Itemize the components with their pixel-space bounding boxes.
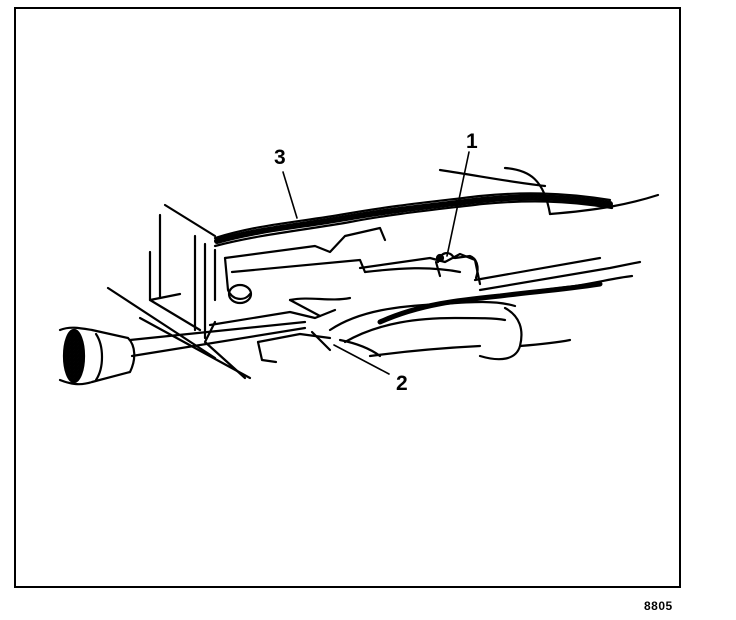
floor-lines xyxy=(106,286,252,380)
lower-track-channel xyxy=(223,226,642,305)
callout-3: 3 xyxy=(274,146,286,169)
callout-2: 2 xyxy=(396,372,408,395)
screwdriver-tool xyxy=(58,320,307,386)
figure-frame xyxy=(14,7,681,588)
adjuster-handle-sleeve xyxy=(328,274,634,361)
upper-rail-part-3 xyxy=(213,166,660,248)
latch-tab-part-1 xyxy=(434,252,479,280)
callout-1: 1 xyxy=(466,130,478,153)
mounting-bracket xyxy=(148,203,217,340)
release-lever-part-2 xyxy=(203,296,352,380)
figure-number: 8805 xyxy=(644,599,673,613)
leader-lines xyxy=(282,151,470,375)
